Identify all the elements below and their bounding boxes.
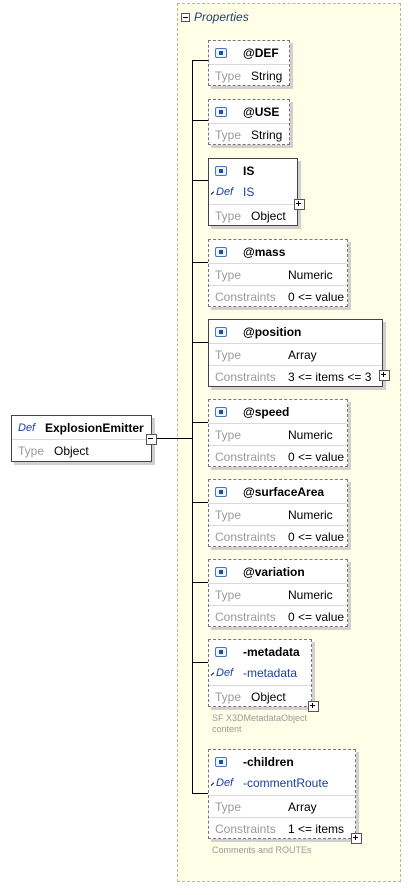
element-icon — [215, 327, 227, 337]
element-box-metadata[interactable]: -metadata Def -metadata Type Object — [208, 639, 312, 707]
type-value: Array — [288, 800, 317, 814]
connector-branch — [192, 60, 208, 61]
element-name: -children — [243, 755, 294, 769]
constraints-value: 0 <= value — [288, 530, 345, 544]
root-element-box[interactable]: Def ExplosionEmitter Type Object — [11, 415, 152, 462]
type-value: Numeric — [288, 428, 333, 442]
element-name: @variation — [243, 565, 305, 579]
connector-branch — [192, 793, 208, 794]
type-key: Type — [215, 690, 242, 704]
element-name: @DEF — [243, 46, 279, 60]
type-key: Type — [215, 588, 242, 602]
connector-root — [157, 438, 192, 439]
expand-position-icon[interactable] — [379, 370, 390, 381]
element-icon — [215, 407, 227, 417]
element-name: @surfaceArea — [243, 485, 325, 499]
def-key: Def — [216, 777, 234, 789]
element-icon — [215, 107, 227, 117]
element-icon — [215, 647, 227, 657]
constraints-value: 3 <= items <= 3 — [288, 370, 372, 384]
root-name: ExplosionEmitter — [45, 421, 144, 435]
constraints-value: 0 <= value — [288, 450, 345, 464]
type-key: Type — [215, 69, 242, 83]
element-box-position[interactable]: @position Type Array Constraints 3 <= it… — [208, 319, 383, 387]
def-value: -commentRoute — [243, 776, 329, 790]
element-box-use[interactable]: @USE Type String — [208, 99, 290, 145]
note-line: SF X3DMetadataObject — [212, 713, 308, 723]
element-name: @position — [243, 325, 302, 339]
element-box-mass[interactable]: @mass Type Numeric Constraints 0 <= valu… — [208, 239, 348, 307]
root-def-key: Def — [18, 422, 36, 434]
expand-metadata-icon[interactable] — [308, 701, 319, 712]
connector-branch — [192, 582, 208, 583]
def-key: Def — [216, 186, 234, 198]
constraints-value: 1 <= items — [288, 822, 345, 836]
element-box-def[interactable]: @DEF Type String — [208, 40, 290, 86]
children-note: Comments and ROUTEs — [212, 845, 312, 856]
properties-title: Properties — [194, 10, 249, 24]
collapse-root-icon[interactable] — [146, 434, 157, 445]
properties-header: Properties — [181, 9, 249, 25]
connector-branch — [192, 120, 208, 121]
type-key: Type — [215, 268, 242, 282]
constraints-key: Constraints — [215, 290, 276, 304]
type-value: Object — [251, 209, 286, 223]
connector-branch — [192, 262, 208, 263]
element-name: @USE — [243, 105, 280, 119]
connector-branch — [192, 422, 208, 423]
element-box-surfacearea[interactable]: @surfaceArea Type Numeric Constraints 0 … — [208, 479, 348, 547]
constraints-key: Constraints — [215, 370, 276, 384]
connector-branch — [192, 502, 208, 503]
def-value: IS — [243, 185, 255, 199]
connector-branch — [192, 342, 208, 343]
type-key: Type — [215, 508, 242, 522]
element-box-is[interactable]: IS Def IS Type Object — [208, 158, 298, 226]
type-key: Type — [215, 348, 242, 362]
element-name: IS — [243, 164, 255, 178]
type-value: String — [251, 69, 283, 83]
element-box-children[interactable]: -children Def -commentRoute Type Array C… — [208, 749, 356, 839]
type-value: String — [251, 128, 283, 142]
constraints-key: Constraints — [215, 610, 276, 624]
connector-branch — [192, 662, 208, 663]
element-name: @speed — [243, 405, 290, 419]
constraints-key: Constraints — [215, 822, 276, 836]
root-type-key: Type — [18, 444, 45, 458]
element-name: -metadata — [243, 645, 300, 659]
expand-is-icon[interactable] — [294, 199, 305, 210]
connector-trunk — [192, 60, 193, 793]
element-icon — [215, 247, 227, 257]
def-value: -metadata — [243, 666, 298, 680]
element-box-speed[interactable]: @speed Type Numeric Constraints 0 <= val… — [208, 399, 348, 467]
element-icon — [215, 166, 227, 176]
type-key: Type — [215, 209, 242, 223]
element-icon — [215, 757, 227, 767]
metadata-note: SF X3DMetadataObject content — [212, 713, 307, 735]
type-value: Numeric — [288, 588, 333, 602]
note-line: content — [212, 724, 242, 734]
constraints-key: Constraints — [215, 450, 276, 464]
element-icon — [215, 487, 227, 497]
constraints-value: 0 <= value — [288, 610, 345, 624]
element-icon — [215, 48, 227, 58]
constraints-value: 0 <= value — [288, 290, 345, 304]
constraints-key: Constraints — [215, 530, 276, 544]
element-icon — [215, 567, 227, 577]
type-key: Type — [215, 128, 242, 142]
element-name: @mass — [243, 245, 286, 259]
type-value: Numeric — [288, 268, 333, 282]
type-value: Object — [251, 690, 286, 704]
connector-branch — [192, 180, 208, 181]
def-key: Def — [216, 667, 234, 679]
type-key: Type — [215, 428, 242, 442]
type-value: Numeric — [288, 508, 333, 522]
collapse-properties-icon[interactable] — [181, 12, 190, 22]
type-key: Type — [215, 800, 242, 814]
root-type-value: Object — [54, 444, 89, 458]
expand-children-icon[interactable] — [351, 833, 362, 844]
note-line: Comments and ROUTEs — [212, 845, 312, 855]
type-value: Array — [288, 348, 317, 362]
element-box-variation[interactable]: @variation Type Numeric Constraints 0 <=… — [208, 559, 348, 627]
